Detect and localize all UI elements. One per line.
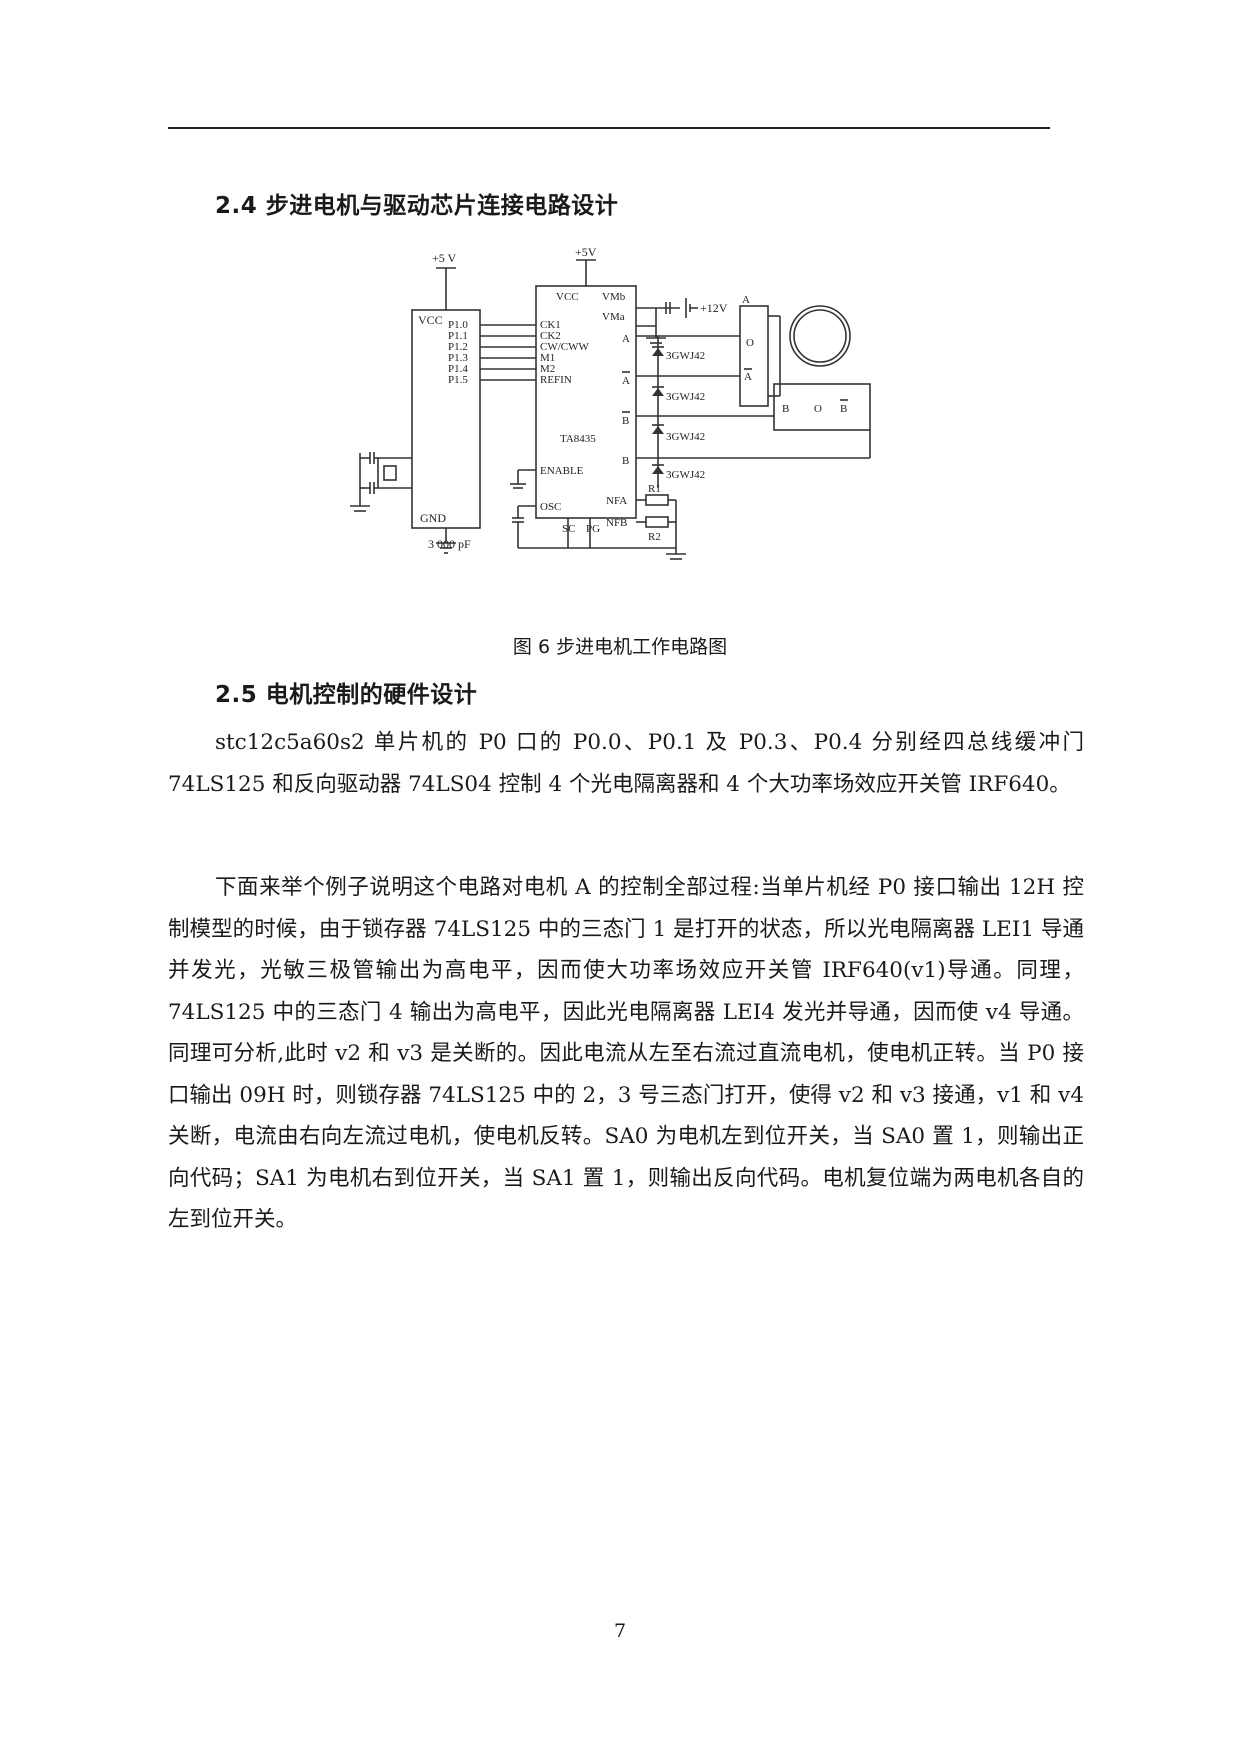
label-p13: P1.3: [448, 352, 468, 364]
label-ck1: CK1: [540, 319, 561, 331]
paragraph-1: stc12c5a60s2 单片机的 P0 口的 P0.0、P0.1 及 P0.3…: [168, 730, 1084, 797]
label-d4: 3GWJ42: [666, 469, 705, 481]
label-m1: M1: [540, 352, 555, 364]
label-motor-a: A: [742, 294, 750, 306]
section-heading-2-4: 2.4 步进电机与驱动芯片连接电路设计: [215, 193, 619, 219]
motor-rotor: [789, 305, 851, 367]
resistor-r1: [645, 494, 669, 506]
diode-4: [652, 466, 664, 474]
paragraph-2: 下面来举个例子说明这个电路对电机 A 的控制全部过程:当单片机经 P0 接口输出…: [168, 875, 1084, 1232]
label-motor-b: B: [782, 403, 789, 415]
label-out-bbar: B: [622, 415, 629, 427]
label-p10: P1.0: [448, 319, 468, 331]
label-refin: REFIN: [540, 374, 572, 386]
label-osc: OSC: [540, 501, 561, 513]
label-cwccw: CW/CWW: [540, 341, 589, 353]
label-motor-o1: O: [746, 337, 754, 349]
label-p15: P1.5: [448, 374, 468, 386]
label-nfa: NFA: [606, 495, 627, 507]
label-vmb: VMb: [602, 291, 626, 303]
winding-a-box: [739, 305, 769, 407]
label-gnd: GND: [420, 511, 446, 525]
label-motor-bbar: B: [840, 403, 847, 415]
label-pg: PG: [586, 523, 600, 535]
label-r1: R1: [648, 483, 661, 495]
diode-1: [652, 348, 664, 356]
mcu-block: [411, 309, 481, 529]
label-m2: M2: [540, 363, 555, 375]
label-d2: 3GWJ42: [666, 391, 705, 403]
label-out-a: A: [622, 333, 630, 345]
label-p11: P1.1: [448, 330, 468, 342]
label-out-b: B: [622, 455, 629, 467]
stepper-circuit-diagram: +5 V VCC GND P1.0 P1.1 P1.2 P1.3 P1.4 P1…: [350, 245, 871, 560]
label-plus5v-left: +5 V: [432, 251, 457, 265]
circuit-figure: +5 V VCC GND P1.0 P1.1 P1.2 P1.3 P1.4 P1…: [340, 245, 960, 598]
header-rule: [168, 127, 1050, 129]
label-motor-o2: O: [814, 403, 822, 415]
winding-b-box: [773, 383, 871, 431]
diode-3: [652, 426, 664, 434]
label-p14: P1.4: [448, 363, 468, 375]
label-plus5v-top: +5V: [575, 248, 597, 259]
diode-2: [652, 388, 664, 396]
label-r2: R2: [648, 531, 661, 543]
label-out-abar: A: [622, 375, 630, 387]
label-d1: 3GWJ42: [666, 350, 705, 362]
label-plus12v: +12V: [700, 301, 728, 315]
label-vcc-mcu: VCC: [418, 313, 443, 327]
section-heading-2-5: 2.5 电机控制的硬件设计: [215, 682, 478, 708]
resistor-r2: [645, 516, 669, 528]
label-vma: VMa: [602, 311, 625, 323]
figure-caption: 图 6 步进电机工作电路图: [512, 636, 728, 658]
label-chip: TA8435: [560, 433, 596, 445]
label-ck2: CK2: [540, 330, 561, 342]
label-nfb: NFB: [606, 517, 627, 529]
label-enable: ENABLE: [540, 465, 584, 477]
label-motor-abar: A: [744, 371, 752, 383]
label-cap: 3 000 pF: [428, 537, 471, 551]
label-p12: P1.2: [448, 341, 468, 353]
label-d3: 3GWJ42: [666, 431, 705, 443]
page-number: 7: [613, 1620, 627, 1642]
label-vcc-ic: VCC: [556, 291, 579, 303]
